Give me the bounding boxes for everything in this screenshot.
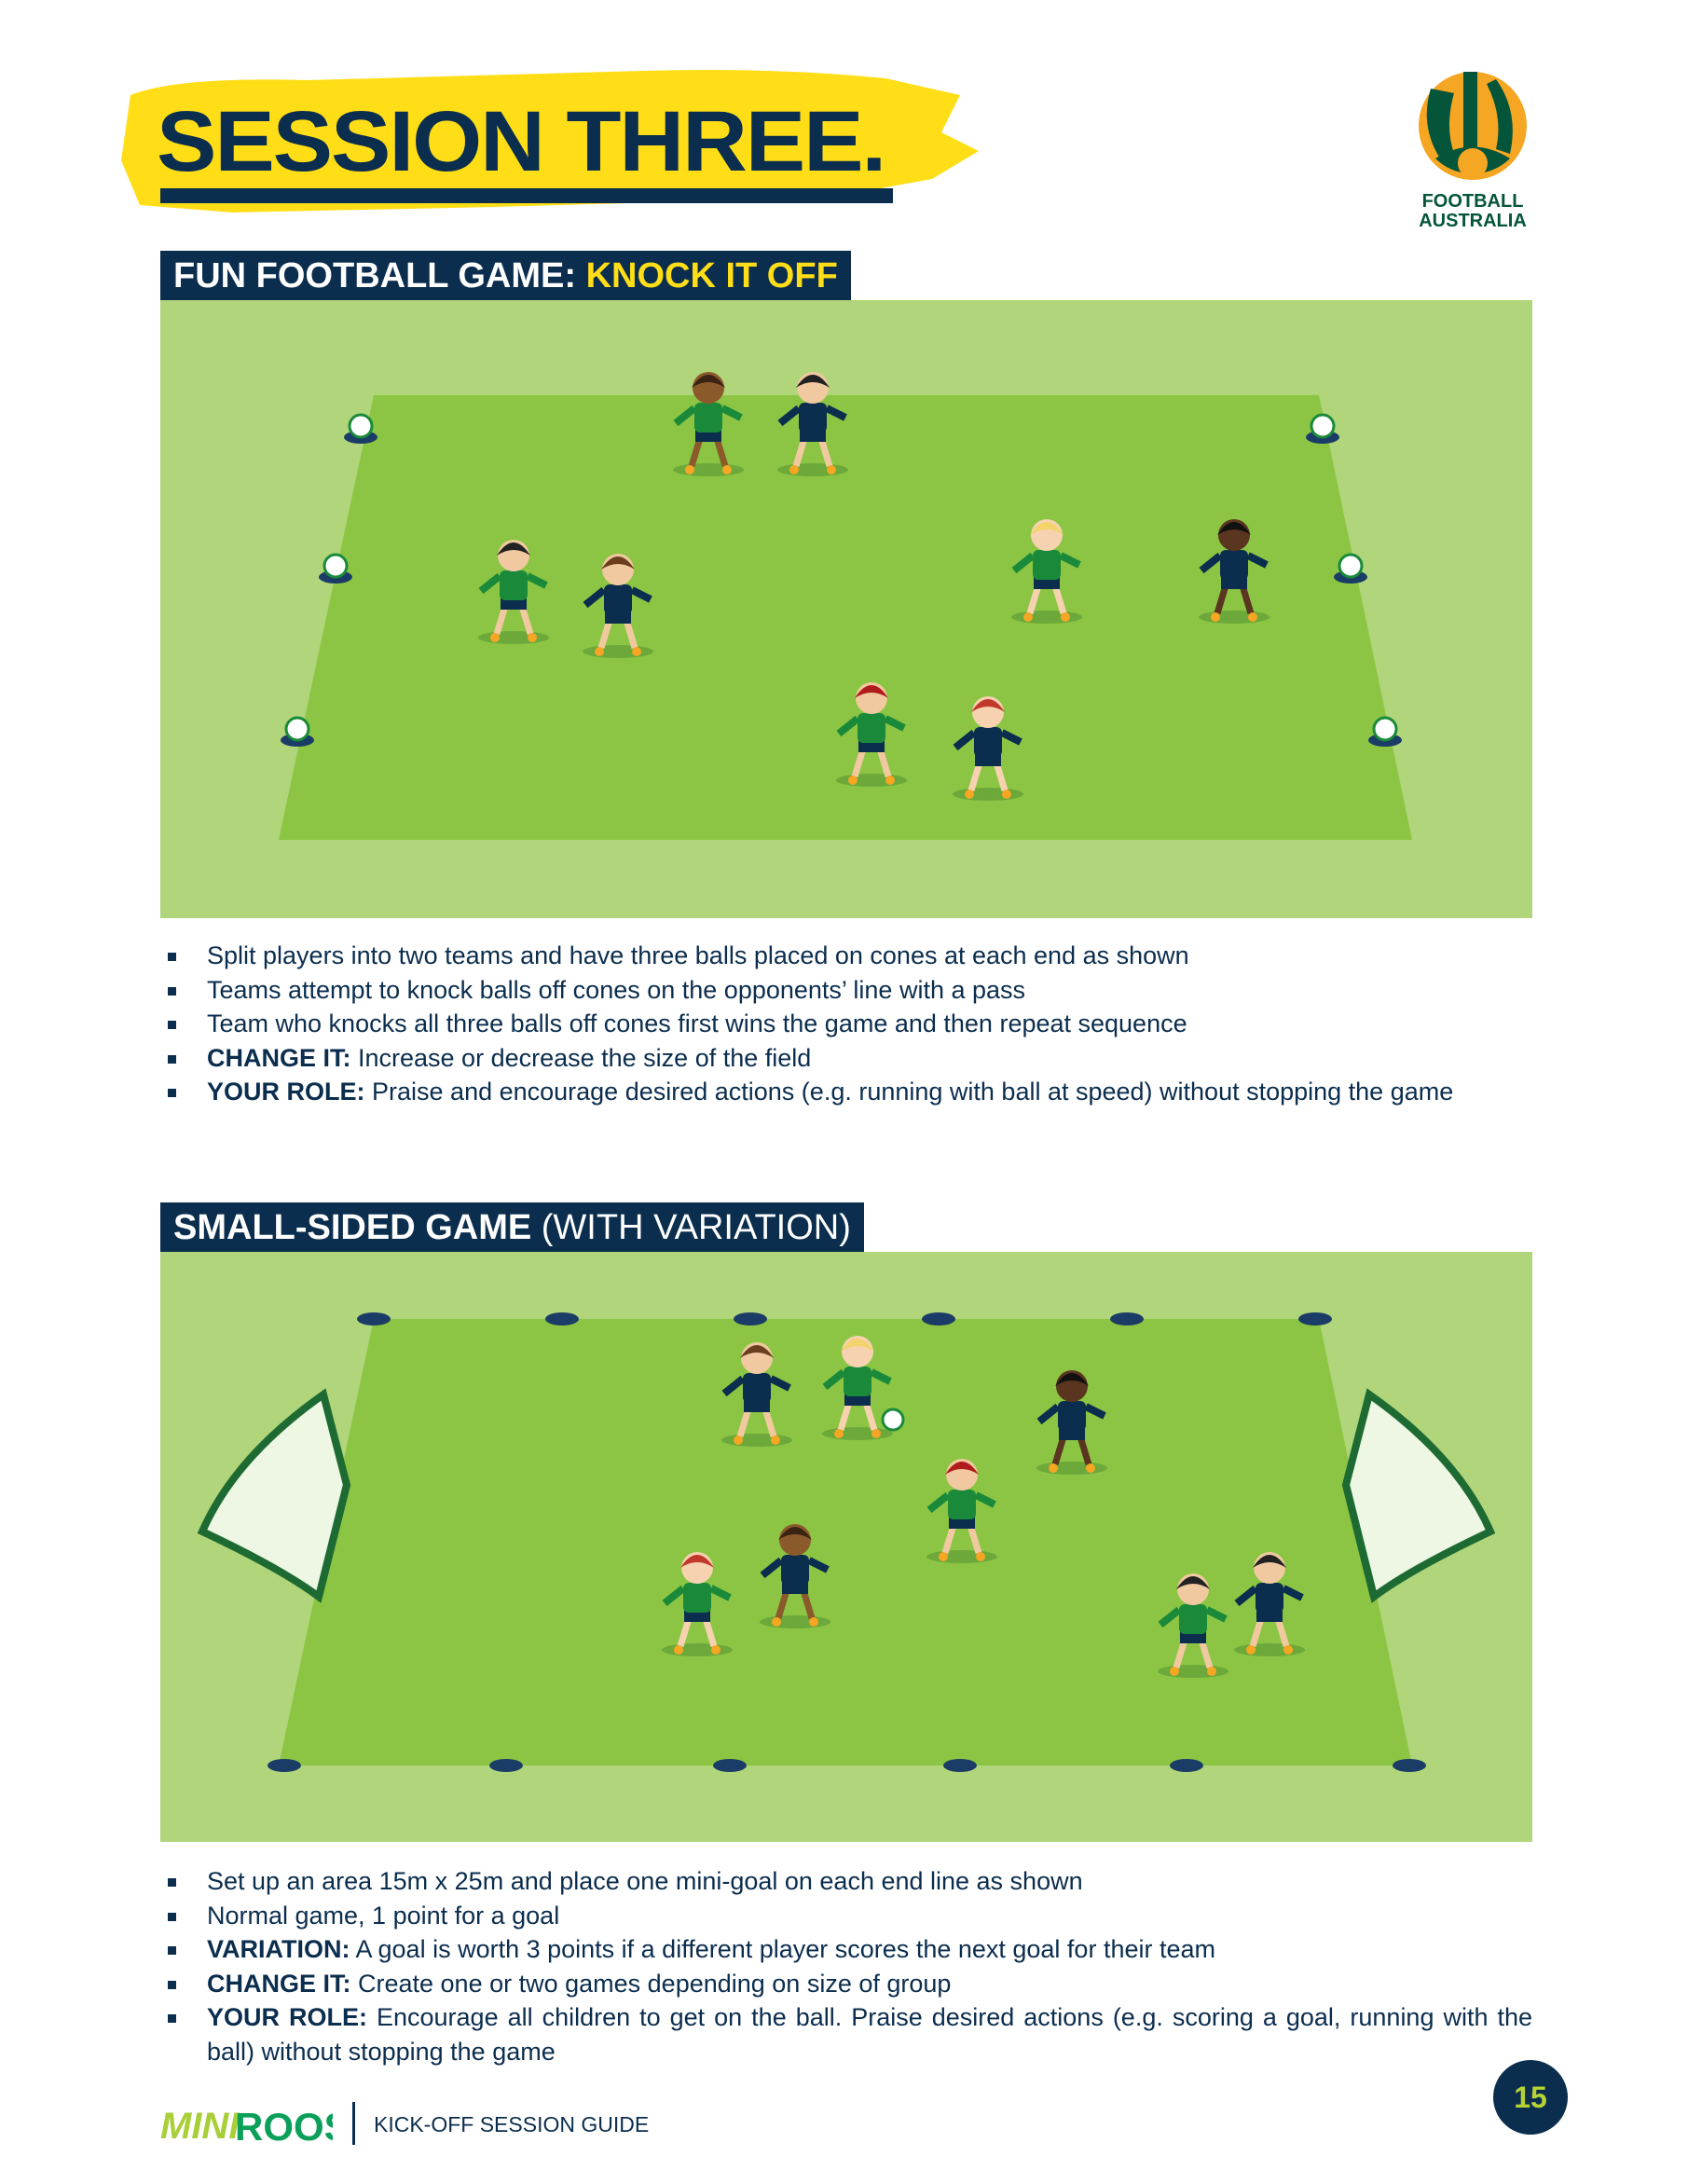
ball-on-cone: [1334, 553, 1367, 584]
ball-on-cone: [344, 413, 377, 444]
player: [760, 1524, 830, 1628]
bullet-item: YOUR ROLE: Praise and encourage desired …: [168, 1075, 1532, 1109]
cone: [1170, 1759, 1203, 1772]
player: [662, 1552, 733, 1656]
bullet-label: YOUR ROLE:: [207, 2003, 367, 2031]
bullet-text: Team who knocks all three balls off cone…: [207, 1010, 1187, 1037]
bullet-text: Set up an area 15m x 25m and place one m…: [207, 1867, 1083, 1895]
section-heading-small-sided-game: SMALL-SIDED GAME (WITH VARIATION): [160, 1202, 864, 1253]
title-underline: [160, 188, 893, 203]
cone: [268, 1759, 301, 1772]
pitch: [279, 1319, 1412, 1765]
cone: [713, 1759, 747, 1772]
bullet-text: A goal is worth 3 points if a different …: [350, 1935, 1215, 1963]
bullet-item: Teams attempt to knock balls off cones o…: [168, 973, 1532, 1008]
yellow-brush-stroke: [121, 70, 979, 213]
cone: [943, 1759, 977, 1772]
player: [478, 540, 549, 644]
player: [1158, 1573, 1228, 1678]
player: [836, 682, 907, 787]
cone: [357, 1312, 391, 1326]
footer-guide-title: KICK-OFF SESSION GUIDE: [374, 2112, 650, 2136]
player: [1036, 1370, 1107, 1475]
page-title: SESSION THREE.: [157, 94, 886, 189]
bullet-item: CHANGE IT: Increase or decrease the size…: [168, 1041, 1532, 1076]
bullet-item: Team who knocks all three balls off cone…: [168, 1007, 1532, 1041]
player: [926, 1459, 997, 1563]
section-heading-knock-it-off: FUN FOOTBALL GAME: KNOCK IT OFF: [160, 251, 851, 301]
small-sided-game-diagram: [160, 1252, 1532, 1842]
miniroos-logo-text: MINI: [160, 2106, 240, 2147]
footer-divider: [352, 2102, 355, 2145]
bullet-item: Split players into two teams and have th…: [168, 939, 1532, 973]
player: [953, 696, 1023, 801]
ball-on-cone: [281, 716, 314, 747]
ball-on-cone: [1368, 716, 1402, 747]
bullet-label: CHANGE IT:: [207, 1969, 351, 1998]
left-mini-goal: [197, 1388, 351, 1603]
cone: [1110, 1312, 1144, 1326]
bullet-item: YOUR ROLE: Encourage all children to get…: [168, 2000, 1532, 2068]
right-mini-goal: [1341, 1388, 1496, 1603]
bullet-item: CHANGE IT: Create one or two games depen…: [168, 1967, 1532, 2001]
svg-text:ROOS: ROOS: [235, 2105, 333, 2149]
cone: [734, 1312, 767, 1326]
ball-on-cone: [1306, 413, 1339, 444]
bullet-label: VARIATION:: [207, 1935, 350, 1963]
cone: [922, 1312, 955, 1326]
player: [1011, 519, 1082, 624]
miniroos-logo: MINI ROOS: [160, 2105, 333, 2149]
player: [822, 1336, 893, 1440]
bullet-item: VARIATION: A goal is worth 3 points if a…: [168, 1932, 1532, 1967]
bullet-text: Create one or two games depending on siz…: [350, 1969, 952, 1998]
knock-it-off-diagram: [160, 300, 1532, 918]
bullet-label: YOUR ROLE:: [207, 1078, 365, 1106]
football-australia-emblem-icon: [1419, 72, 1527, 180]
knock-it-off-instructions: Split players into two teams and have th…: [168, 939, 1532, 1109]
heading-light: (WITH VARIATION): [541, 1208, 851, 1247]
ball: [881, 1408, 905, 1432]
bullet-text: Normal game, 1 point for a goal: [207, 1901, 560, 1930]
bullet-text: Increase or decrease the size of the fie…: [350, 1043, 812, 1072]
cone: [1393, 1759, 1426, 1772]
small-sided-game-instructions: Set up an area 15m x 25m and place one m…: [168, 1864, 1532, 2068]
player: [583, 554, 653, 658]
page-number: 15: [1493, 2060, 1568, 2135]
player: [721, 1342, 792, 1447]
heading-prefix: FUN FOOTBALL GAME:: [173, 256, 586, 295]
bullet-label: CHANGE IT:: [207, 1043, 351, 1072]
cone: [489, 1759, 523, 1772]
player: [777, 372, 848, 476]
bullet-text: Split players into two teams and have th…: [207, 941, 1189, 969]
bullet-item: Normal game, 1 point for a goal: [168, 1899, 1532, 1933]
cone: [545, 1312, 579, 1326]
bullet-text: Encourage all children to get on the bal…: [207, 2003, 1532, 2066]
player: [1234, 1552, 1305, 1656]
bullet-text: Praise and encourage desired actions (e.…: [364, 1078, 1454, 1106]
bullet-item: Set up an area 15m x 25m and place one m…: [168, 1864, 1532, 1899]
heading-highlight: KNOCK IT OFF: [585, 256, 838, 295]
ball-on-cone: [319, 553, 352, 584]
player: [673, 372, 744, 476]
player: [1199, 519, 1269, 624]
heading-bold: SMALL-SIDED GAME: [173, 1208, 542, 1247]
pitch: [279, 395, 1412, 840]
cone: [1298, 1312, 1332, 1326]
bullet-text: Teams attempt to knock balls off cones o…: [207, 975, 1026, 1004]
